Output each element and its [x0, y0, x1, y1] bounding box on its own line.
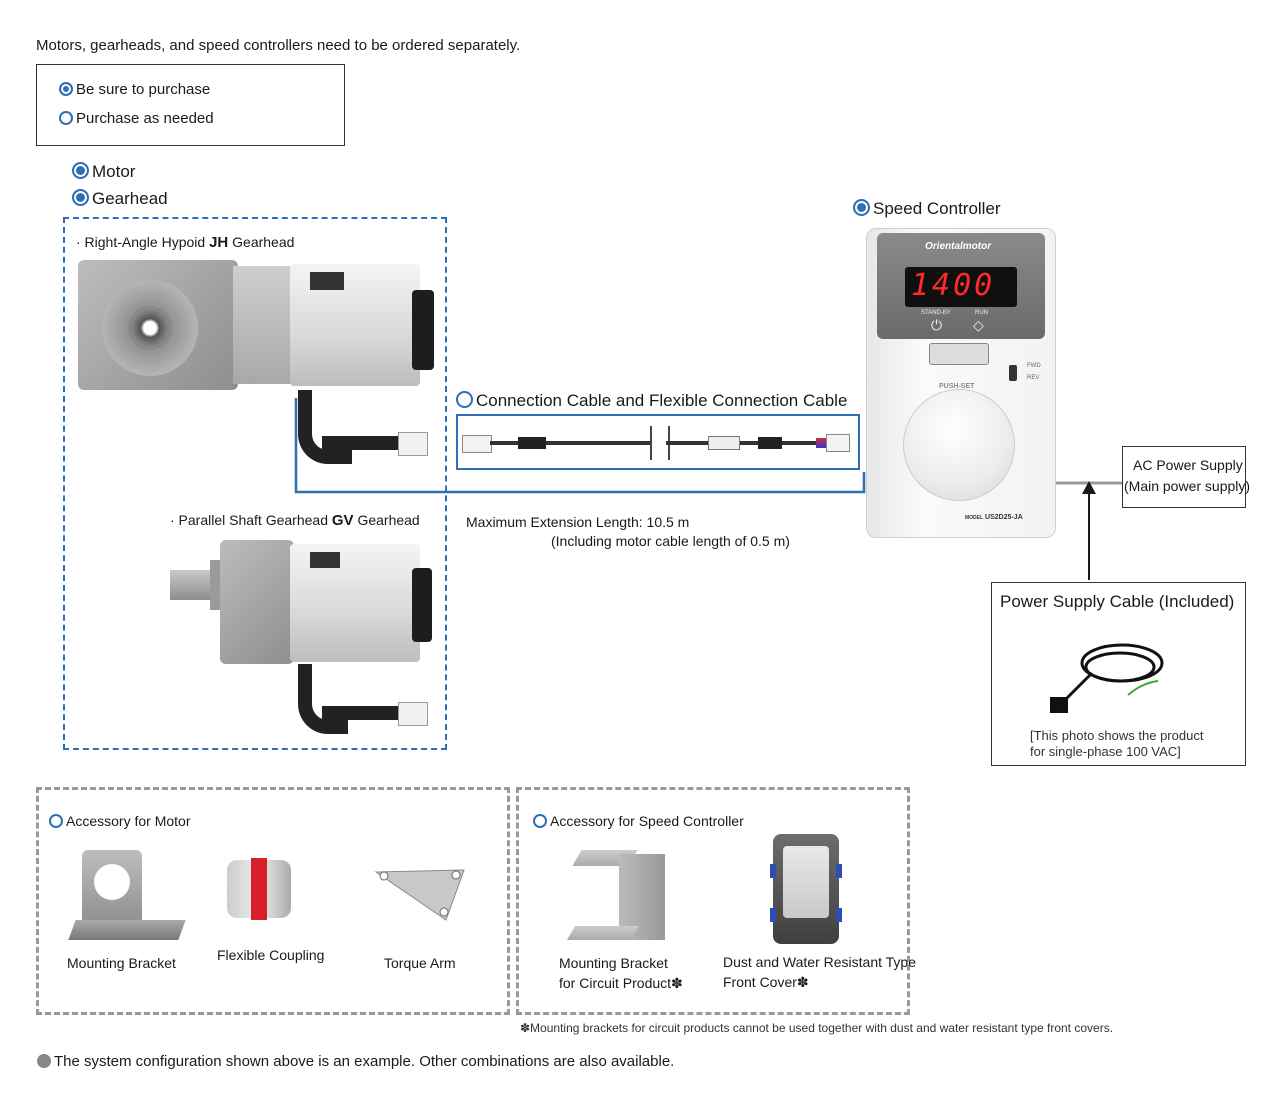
motor-gearhead-group	[63, 217, 447, 750]
circuit-bracket-label-line2-text: for Circuit Product	[559, 975, 672, 991]
circuit-bracket-label-line2: for Circuit Product✽	[559, 975, 683, 992]
power-icon[interactable]: ⏻	[931, 317, 943, 333]
front-cover-label-line2: Front Cover✽	[723, 974, 809, 991]
push-set-label: PUSH-SET	[939, 383, 975, 390]
power-cable-image	[1050, 643, 1164, 713]
filled-circle-icon	[853, 199, 870, 216]
gv-prefix: · Parallel Shaft Gearhead	[170, 512, 332, 528]
front-cover-label-line2-text: Front Cover	[723, 974, 797, 990]
legend-required: Be sure to purchase	[59, 81, 210, 98]
connection-cable-title: Connection Cable and Flexible Connection…	[476, 391, 848, 410]
legend-required-label: Be sure to purchase	[76, 81, 211, 98]
gv-code: GV	[331, 512, 354, 529]
hollow-circle-icon	[533, 814, 547, 828]
front-cover-label-line1: Dust and Water Resistant Type	[723, 954, 916, 970]
model-plate: MODEL US2D25-JA	[965, 514, 1023, 521]
accessory-motor-group: Accessory for Motor Mounting Bracket Fle…	[36, 787, 510, 1015]
accessory-controller-title-text: Accessory for Speed Controller	[550, 813, 744, 829]
fwd-label: FWD	[1027, 363, 1041, 369]
hollow-circle-icon	[49, 814, 63, 828]
filled-circle-icon	[59, 82, 73, 96]
model-prefix: MODEL	[965, 515, 984, 521]
motor-to-controller-line	[294, 398, 866, 494]
speed-controller-title: Speed Controller	[873, 199, 1001, 218]
cable-frame	[456, 414, 860, 470]
accessory-controller-group: Accessory for Speed Controller Mounting …	[516, 787, 916, 1015]
run-label: RUN	[975, 310, 988, 316]
rev-label: REV	[1027, 375, 1040, 381]
torque-arm-image	[374, 869, 465, 921]
gray-circle-icon	[37, 1054, 51, 1068]
ac-power-line1: AC Power Supply	[1133, 457, 1243, 473]
including-note: (Including motor cable length of 0.5 m)	[551, 533, 790, 549]
filled-circle-icon	[72, 189, 89, 206]
gv-gearhead-label: · Parallel Shaft Gearhead GV Gearhead	[170, 512, 420, 529]
circuit-mounting-bracket-image	[566, 840, 671, 944]
gearhead-label: Gearhead	[72, 189, 168, 209]
circuit-bracket-label-line1: Mounting Bracket	[559, 955, 668, 971]
speed-dial[interactable]	[903, 389, 1015, 501]
legend-optional-label: Purchase as needed	[76, 110, 214, 127]
power-cable-title: Power Supply Cable (Included)	[1000, 592, 1235, 611]
accessory-motor-title-text: Accessory for Motor	[66, 813, 191, 829]
bottom-note: The system configuration shown above is …	[37, 1053, 674, 1070]
ac-power-line2: (Main power supply)	[1124, 478, 1251, 494]
brand-logo: Orientalmotor	[925, 241, 992, 252]
ac-power-supply-box: AC Power Supply (Main power supply)	[1122, 446, 1250, 508]
arrow-head-icon	[1082, 481, 1096, 494]
standby-run-switch[interactable]	[929, 343, 989, 365]
front-cover-image	[770, 834, 842, 944]
mounting-bracket-image	[68, 846, 186, 944]
standby-label: STAND-BY	[921, 310, 951, 316]
asterisk-mark: ✽	[671, 975, 683, 991]
jh-suffix: Gearhead	[228, 234, 295, 250]
speed-controller-image: Orientalmotor 1400 STAND-BY RUN ⏻ ◇ FWD …	[866, 228, 1056, 538]
speed-display: 1400	[911, 268, 996, 303]
fwd-rev-switch[interactable]	[1009, 365, 1017, 381]
connection-cable-label: Connection Cable and Flexible Connection…	[456, 391, 847, 411]
legend-box: Be sure to purchase Purchase as needed	[36, 64, 345, 146]
model-number: US2D25-JA	[985, 514, 1023, 521]
accessory-motor-title: Accessory for Motor	[49, 813, 190, 829]
max-extension: Maximum Extension Length: 10.5 m	[466, 514, 690, 530]
flexible-coupling-image	[227, 856, 291, 922]
bottom-note-text: The system configuration shown above is …	[54, 1053, 675, 1070]
power-note-line2: for single-phase 100 VAC]	[1030, 744, 1181, 759]
jh-gearmotor-image	[78, 260, 438, 464]
header-note: Motors, gearheads, and speed controllers…	[36, 37, 521, 54]
mounting-bracket-label: Mounting Bracket	[67, 955, 176, 971]
asterisk-mark: ✽	[796, 974, 809, 990]
hollow-circle-icon	[456, 391, 473, 408]
legend-optional: Purchase as needed	[59, 110, 214, 127]
gv-gearmotor-image	[170, 540, 440, 740]
filled-circle-icon	[72, 162, 89, 179]
flexible-coupling-label: Flexible Coupling	[217, 947, 325, 963]
jh-code: JH	[209, 234, 229, 251]
accessory-controller-title: Accessory for Speed Controller	[533, 813, 744, 829]
torque-arm-label: Torque Arm	[384, 955, 456, 971]
gv-suffix: Gearhead	[353, 512, 420, 528]
power-note-line1: [This photo shows the product	[1030, 728, 1204, 743]
run-diamond-icon[interactable]: ◇	[973, 317, 984, 333]
gearhead-label-text: Gearhead	[92, 189, 168, 208]
motor-label-text: Motor	[92, 162, 136, 181]
hollow-circle-icon	[59, 111, 73, 125]
power-cable-box: Power Supply Cable (Included) [This phot…	[991, 582, 1246, 766]
jh-prefix: · Right-Angle Hypoid	[76, 234, 210, 250]
footnote: ✽Mounting brackets for circuit products …	[520, 1021, 1114, 1035]
speed-controller-label: Speed Controller	[853, 199, 1001, 219]
jh-gearhead-label: · Right-Angle Hypoid JH Gearhead	[76, 234, 294, 251]
motor-label: Motor	[72, 162, 135, 182]
